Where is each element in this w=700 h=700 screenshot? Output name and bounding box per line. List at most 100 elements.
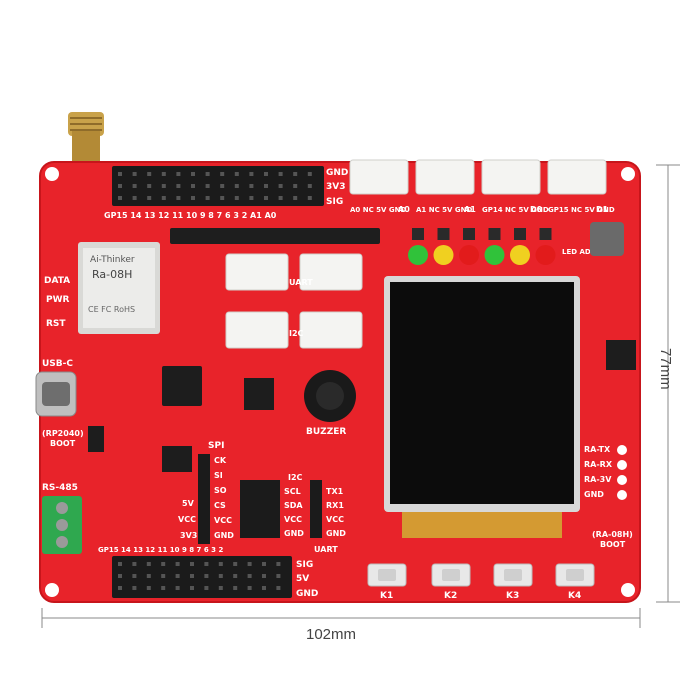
header-pin <box>176 184 181 188</box>
svg-text:BOOT: BOOT <box>50 439 76 448</box>
led-indicator <box>484 245 505 265</box>
svg-text:RST: RST <box>46 319 66 329</box>
ic-chips <box>88 340 636 472</box>
header-pin <box>161 184 166 188</box>
header-pin <box>118 172 122 176</box>
header-pin <box>161 586 166 590</box>
module-brand: Ai-Thinker <box>90 255 135 265</box>
header-pin <box>220 184 225 188</box>
header-pin <box>147 196 152 200</box>
header-pin <box>190 562 194 566</box>
header-pin <box>204 562 209 566</box>
header-pin <box>220 172 225 176</box>
svg-text:3V3: 3V3 <box>326 182 346 192</box>
svg-text:VCC: VCC <box>284 515 302 524</box>
header-pin <box>293 196 298 200</box>
svg-text:USB-C: USB-C <box>42 359 73 369</box>
header-pin <box>191 196 195 200</box>
svg-text:A1: A1 <box>464 205 476 214</box>
led-base <box>514 228 526 240</box>
header-pin <box>204 574 209 578</box>
header-pin <box>176 196 181 200</box>
svg-text:GP14 NC 5V GND: GP14 NC 5V GND <box>482 206 549 214</box>
module-model: Ra-08H <box>92 268 132 281</box>
header-pin <box>307 172 312 176</box>
svg-text:RA-TX: RA-TX <box>584 445 611 454</box>
header-pin <box>132 574 137 578</box>
height-dimension-label: 77mm <box>657 348 674 390</box>
svg-text:BOOT: BOOT <box>600 540 626 549</box>
header-pin <box>132 196 137 200</box>
svg-text:K1: K1 <box>380 591 393 601</box>
header-pin <box>205 184 210 188</box>
led-indicator <box>535 245 556 265</box>
header-pin <box>249 184 254 188</box>
i2c-grove-label: I2C <box>289 329 304 338</box>
header-pin <box>249 172 254 176</box>
header-pin <box>118 586 122 590</box>
svg-text:K3: K3 <box>506 591 519 601</box>
button-k4: K4 <box>555 563 595 601</box>
uart-header-label: UART <box>314 545 338 554</box>
svg-text:PWR: PWR <box>46 295 70 305</box>
svg-text:GP15 NC 5V GND: GP15 NC 5V GND <box>548 206 615 214</box>
led-indicator <box>408 245 428 265</box>
spi-header <box>198 454 210 544</box>
header-pin <box>234 196 239 200</box>
header-pin <box>218 574 223 578</box>
svg-text:GND: GND <box>284 529 304 538</box>
ra-08h-module: Ai-Thinker Ra-08H CE FC RoHS <box>78 242 160 334</box>
module-cert: CE FC RoHS <box>88 305 135 314</box>
spi-label: SPI <box>208 441 224 451</box>
header-pin <box>278 196 283 200</box>
svg-text:SCL: SCL <box>284 487 301 496</box>
led-base <box>463 228 475 240</box>
svg-text:3V3: 3V3 <box>180 531 197 540</box>
uart-header <box>310 480 322 538</box>
header-pin <box>161 172 166 176</box>
svg-text:A0: A0 <box>398 205 410 214</box>
header-pin <box>118 184 122 188</box>
header-pin <box>147 184 152 188</box>
header-pin <box>262 562 266 566</box>
svg-text:VCC: VCC <box>214 516 232 525</box>
header-pin <box>161 196 166 200</box>
i2c-pin-labels: SCL SDA VCC GND <box>284 487 304 538</box>
header-pin <box>218 562 223 566</box>
svg-text:RA-3V: RA-3V <box>584 475 612 484</box>
header-pin <box>307 184 312 188</box>
header-pin <box>234 172 239 176</box>
header-pin <box>293 172 298 176</box>
header-pin <box>233 586 238 590</box>
i2c-header-label: I2C <box>288 473 303 482</box>
grove-connectors-top <box>349 159 607 195</box>
uart-pin-labels: TX1 RX1 VCC GND <box>326 487 346 538</box>
led-base <box>437 228 450 240</box>
tactile-buttons: K1 K2 K3 K4 <box>367 563 595 601</box>
bottom-pin-header <box>112 556 292 598</box>
buzzer-component <box>304 370 356 422</box>
width-dimension <box>41 608 641 628</box>
header-pin <box>191 184 195 188</box>
header-pin <box>190 574 194 578</box>
bottom-header-rail-labels: SIG 5V GND <box>296 560 318 599</box>
header-pin <box>262 574 266 578</box>
svg-text:SIG: SIG <box>296 560 313 570</box>
led-indicator <box>459 245 479 265</box>
button-k1: K1 <box>367 563 407 601</box>
svg-text:RS-485: RS-485 <box>42 483 78 493</box>
top-pin-header <box>112 166 324 206</box>
led-indicator <box>433 245 454 265</box>
header-pin <box>249 196 254 200</box>
right-side-labels: RA-TX RA-RX RA-3V GND (RA-08H) BOOT <box>584 445 633 549</box>
led-base <box>539 228 552 240</box>
svg-text:(RP2040): (RP2040) <box>42 429 84 438</box>
svg-text:SI: SI <box>214 471 223 480</box>
svg-text:(RA-08H): (RA-08H) <box>592 530 633 539</box>
right-test-pads <box>617 445 627 500</box>
header-pin <box>264 196 268 200</box>
header-pin <box>247 562 252 566</box>
header-pin <box>293 184 298 188</box>
header-pin <box>233 574 238 578</box>
